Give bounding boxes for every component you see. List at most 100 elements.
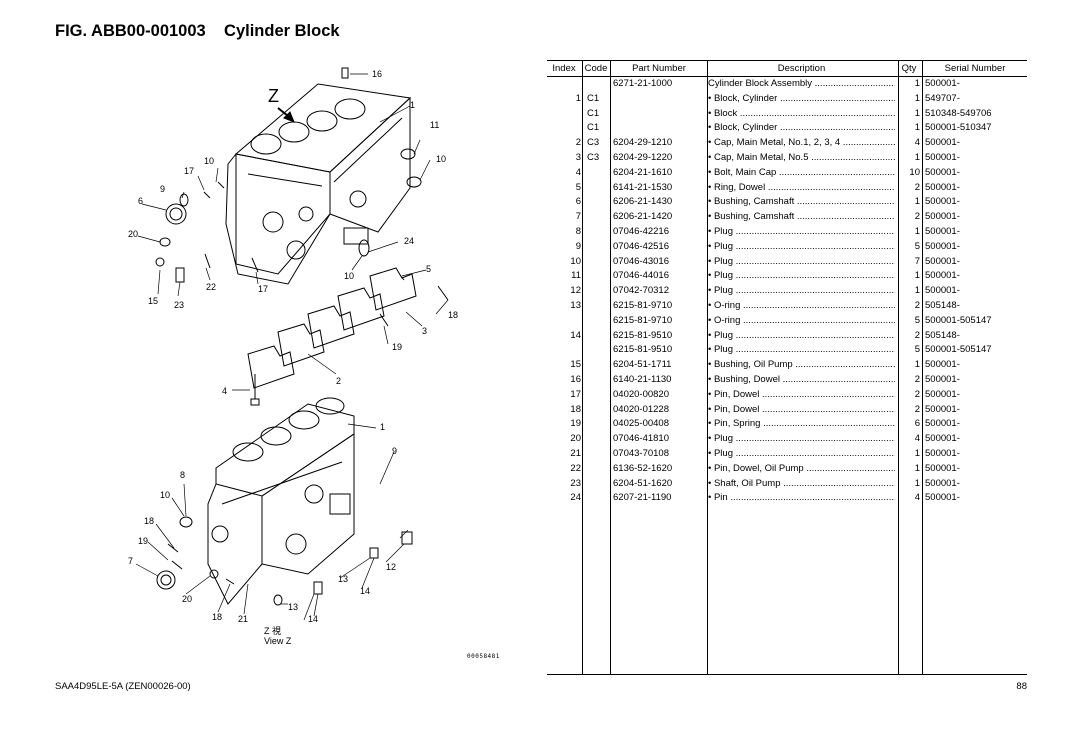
cell-code: C1 — [587, 122, 600, 134]
cell-index: 7 — [575, 211, 581, 223]
callout-12: 12 — [386, 562, 396, 572]
cell-qty: 1 — [914, 448, 920, 459]
cell-description: • Plug .................................… — [708, 344, 895, 356]
cell-description: • Block, Cylinder ......................… — [708, 122, 895, 134]
cell-part-number: 6206-21-1420 — [613, 211, 673, 223]
callout-23: 23 — [174, 300, 184, 310]
callout-21: 21 — [238, 614, 248, 624]
cell-qty: 5 — [914, 344, 920, 356]
cell-qty: 2 — [914, 374, 920, 385]
callout-4: 4 — [222, 386, 227, 396]
cell-serial-number: 500001- — [925, 255, 960, 267]
view-label: View Z — [264, 636, 292, 646]
upper-cylinder-block — [225, 83, 412, 285]
cell-serial-number: 500001- — [925, 418, 960, 430]
cell-description: • Plug .................................… — [708, 448, 895, 459]
callout-10c: 10 — [344, 271, 354, 281]
callout-18c: 18 — [212, 612, 222, 622]
cell-qty: 10 — [909, 166, 920, 178]
cell-description: • Pin ..................................… — [708, 492, 895, 504]
callout-5: 5 — [426, 264, 431, 274]
cell-index: 5 — [575, 181, 581, 193]
callout-9: 9 — [160, 184, 165, 194]
cell-index: 13 — [570, 300, 581, 311]
callout-7: 7 — [128, 556, 133, 566]
col-divider — [922, 61, 923, 674]
cell-qty: 2 — [914, 181, 920, 193]
cell-qty: 1 — [914, 285, 920, 297]
cell-serial-number: 500001- — [925, 226, 960, 237]
cell-part-number: 6215-81-9510 — [613, 344, 673, 356]
cell-description: • O-ring ...............................… — [708, 300, 895, 311]
cell-qty: 1 — [914, 196, 920, 208]
cell-qty: 4 — [914, 433, 920, 445]
cell-code: C3 — [587, 137, 600, 149]
main-bearing-caps — [247, 267, 417, 406]
cell-code: C3 — [587, 152, 600, 163]
cell-index: 11 — [571, 270, 581, 282]
callout-3: 3 — [422, 326, 427, 336]
cell-serial-number: 500001- — [925, 462, 960, 474]
callout-17b: 17 — [258, 284, 268, 294]
callout-6: 6 — [138, 196, 143, 206]
cell-part-number: 07046-44016 — [613, 270, 669, 282]
header-description: Description — [777, 63, 826, 74]
cell-serial-number: 500001- — [925, 196, 960, 208]
callout-19b: 19 — [138, 536, 148, 546]
cell-part-number: 6204-21-1610 — [613, 166, 673, 178]
cell-qty: 1 — [914, 462, 920, 474]
callout-19: 19 — [392, 342, 402, 352]
cell-qty: 5 — [914, 240, 920, 252]
cell-index: 3 — [575, 152, 581, 163]
cell-serial-number: 500001- — [925, 403, 960, 415]
cell-index: 21 — [570, 448, 581, 459]
cell-index: 16 — [570, 374, 581, 385]
cell-serial-number: 500001- — [925, 374, 960, 385]
cell-description: • Shaft, Oil Pump ......................… — [708, 477, 895, 489]
cell-description: • Pin, Dowel ...........................… — [708, 403, 895, 415]
header-qty: Qty — [901, 63, 917, 74]
cell-part-number: 6204-51-1711 — [613, 359, 672, 371]
cell-part-number: 6215-81-9710 — [613, 300, 673, 311]
cell-part-number: 6207-21-1190 — [613, 492, 672, 504]
table-row: C1• Block ..............................… — [547, 107, 1027, 122]
table-row: 6215-81-9510 • Plug .....................… — [547, 343, 1027, 358]
exploded-view-figure: 16 1 11 10 10 17 9 6 20 15 23 22 17 10 2… — [128, 67, 458, 646]
cell-description: • Bushing, Camshaft ....................… — [708, 211, 895, 223]
callout-24: 24 — [404, 236, 414, 246]
cell-qty: 1 — [914, 152, 920, 163]
cell-description: • Bushing, Dowel .......................… — [708, 374, 895, 385]
cell-description: • Block ................................… — [708, 107, 895, 119]
cell-part-number: 07046-42516 — [613, 240, 669, 252]
header-part-number: Part Number — [632, 63, 686, 74]
cell-part-number: 6271-21-1000 — [613, 78, 673, 89]
cell-description: • Pin, Spring ..........................… — [708, 418, 895, 430]
header-serial-number: Serial Number — [944, 63, 1006, 74]
cell-index: 17 — [570, 388, 581, 400]
col-divider — [582, 61, 583, 674]
callout-9b: 9 — [392, 446, 397, 456]
small-parts — [155, 67, 449, 606]
callout-1: 1 — [410, 100, 415, 110]
cell-qty: 5 — [914, 314, 920, 326]
cell-serial-number: 500001- — [925, 152, 960, 163]
cell-serial-number: 500001- — [925, 181, 960, 193]
cell-serial-number: 500001- — [925, 78, 960, 89]
cell-description: • Pin, Dowel ...........................… — [708, 388, 895, 400]
cell-description: • Block, Cylinder ......................… — [708, 92, 895, 104]
cell-serial-number: 500001- — [925, 285, 960, 297]
cell-index: 9 — [575, 240, 581, 252]
cell-part-number: 6204-29-1220 — [613, 152, 673, 163]
cell-part-number: 6136-52-1620 — [613, 462, 673, 474]
callout-10: 10 — [436, 154, 446, 164]
